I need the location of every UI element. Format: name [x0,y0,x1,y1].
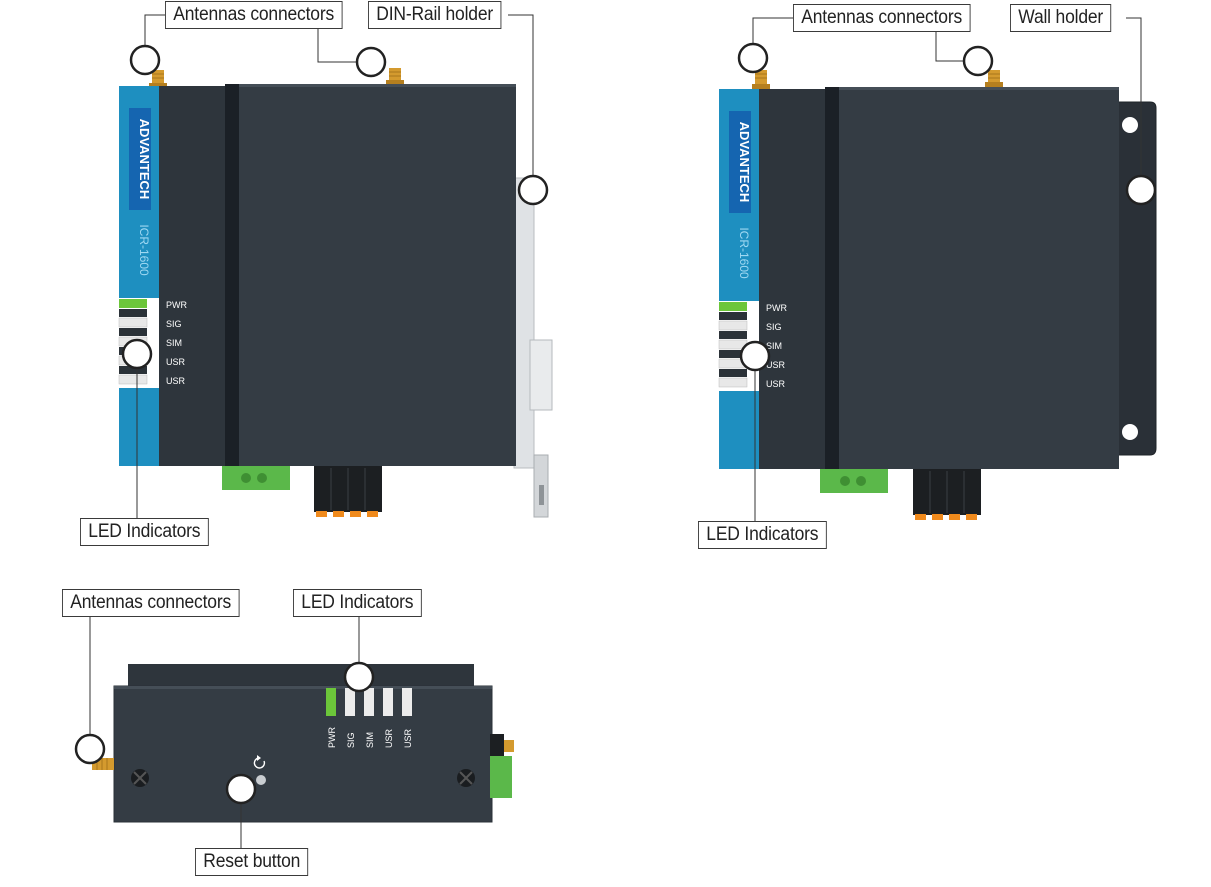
marker [355,46,387,78]
io-connector [314,466,382,517]
callout-led-wall: LED Indicators [698,521,827,549]
led-label-usr-2: USR [166,376,186,386]
marker [343,661,375,693]
led-label-sig: SIG [766,322,782,332]
led-panel: PWR SIG SIM USR USR [326,688,413,748]
led-label-sig: SIG [346,732,356,748]
brand-badge [729,111,751,213]
led-label-pwr: PWR [166,300,187,310]
power-terminal [820,469,888,493]
callout-antennas-din: Antennas connectors [165,1,343,29]
marker [225,773,257,805]
brand-badge [129,108,151,210]
led-label-usr-1: USR [384,728,394,748]
callout-wall-holder: Wall holder [1010,4,1112,32]
reset-icon [253,755,266,769]
marker [74,733,106,765]
model-name: ICR-1600 [137,224,151,276]
power-terminal [222,466,290,490]
brand-logo: ADVANTECH [137,119,152,200]
led-label-sim: SIM [766,341,782,351]
device-front-din: ADVANTECH ICR-1600 PWR SIG SIM USR USR [118,14,553,518]
brand-logo: ADVANTECH [737,122,752,203]
screw-icon [457,769,475,787]
led-label-usr-1: USR [166,357,186,367]
reset-button [256,775,266,785]
led-label-sig: SIG [166,319,182,329]
led-label-sim: SIM [166,338,182,348]
io-connector [913,469,981,520]
led-label-usr-1: USR [766,360,786,370]
marker [121,338,153,370]
callout-led-din: LED Indicators [80,518,209,546]
antenna-connector [752,70,770,91]
antenna-connector [985,70,1003,89]
marker [517,174,549,206]
callout-antennas-wall: Antennas connectors [793,4,971,32]
marker [129,44,161,76]
led-label-sim: SIM [365,732,375,748]
model-name: ICR-1600 [737,227,751,279]
callout-din-rail-holder: DIN-Rail holder [368,1,502,29]
device-top-view: PWR SIG SIM USR USR [74,617,514,848]
led-label-usr-2: USR [403,728,413,748]
led-label-usr-2: USR [766,379,786,389]
marker [739,340,771,372]
callout-reset-button: Reset button [195,848,309,876]
led-label-pwr: PWR [766,303,787,313]
led-label-pwr: PWR [327,727,337,748]
marker [737,42,769,74]
callout-led-top: LED Indicators [293,589,422,617]
device-front-wall: ADVANTECH ICR-1600 PWR SIG SIM USR USR [718,17,1157,521]
din-rail-holder [513,177,553,518]
screw-icon [131,769,149,787]
antenna-connector [386,68,404,87]
marker [962,45,994,77]
callout-antennas-top: Antennas connectors [62,589,240,617]
marker [1125,174,1157,206]
